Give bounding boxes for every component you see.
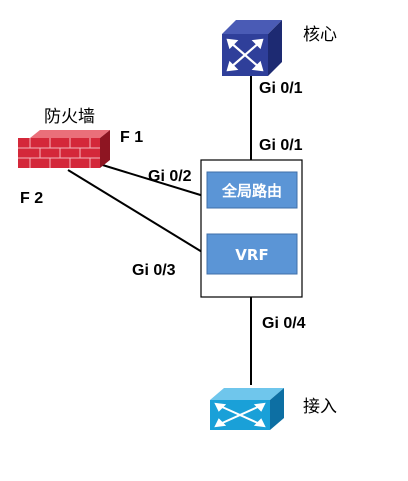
access-label: 接入 — [303, 397, 337, 417]
core-switch-icon — [222, 20, 282, 76]
port-router-gi04: Gi 0/4 — [262, 315, 306, 332]
port-router-gi01: Gi 0/1 — [259, 137, 303, 154]
firewall-icon — [18, 130, 110, 168]
port-fw-f1: F 1 — [120, 129, 143, 146]
port-core-gi01: Gi 0/1 — [259, 80, 303, 97]
vrf-box — [206, 233, 298, 275]
vrf-label: VRF — [235, 246, 268, 264]
global-routing-box — [206, 171, 298, 209]
link-firewall-global — [95, 162, 208, 198]
core-label: 核心 — [303, 25, 337, 45]
global-routing-label: 全局路由 — [221, 182, 282, 200]
access-switch-icon — [210, 388, 284, 430]
link-firewall-vrf — [67, 169, 208, 256]
port-router-gi02: Gi 0/2 — [148, 168, 192, 185]
port-router-gi03: Gi 0/3 — [132, 262, 176, 279]
firewall-label: 防火墙 — [44, 107, 95, 127]
port-fw-f2: F 2 — [20, 190, 43, 207]
